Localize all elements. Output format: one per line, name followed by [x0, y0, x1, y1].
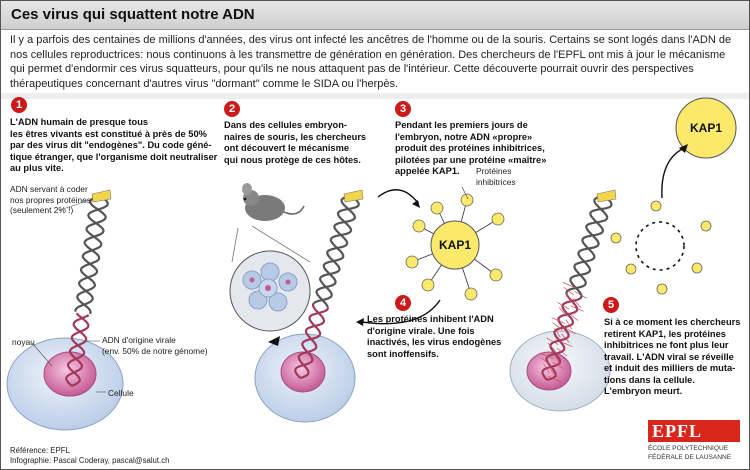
- step-3-badge: 3: [395, 101, 411, 117]
- footer: Référence: EPFL Infographie: Pascal Code…: [10, 446, 169, 465]
- step-5-line: inhibitrices ne font plus leur: [604, 340, 729, 350]
- step-2-text: Dans des cellules embryon- naires de sou…: [224, 120, 384, 166]
- page-title: Ces virus qui squattent notre ADN: [11, 6, 255, 23]
- mutation-rays: [540, 282, 587, 383]
- panel-divider: [1, 93, 749, 99]
- step-4-line: sont inoffensifs.: [367, 348, 439, 359]
- label-line: (env. 50% de notre génome): [102, 345, 208, 356]
- dna-strand-2: [294, 189, 364, 380]
- kap1-removed-icon: [675, 97, 737, 159]
- step-1-line: au plus vite.: [10, 163, 64, 173]
- step-5-line: et induit des milliers de muta-: [604, 363, 736, 373]
- label-line: (seulement 2% !): [10, 205, 74, 215]
- title-bar: Ces virus qui squattent notre ADN: [1, 1, 749, 30]
- step-4-badge: 4: [395, 295, 411, 311]
- kap1-removed-label: KAP1: [689, 121, 722, 135]
- step-3-line: Pendant les premiers jours de: [395, 120, 528, 130]
- label-line: Protéines: [476, 166, 512, 176]
- step-3-line: appelée KAP1.: [395, 166, 460, 176]
- step-5-line: retirent KAP1, les protéines: [604, 328, 726, 339]
- step-5-line: Si à ce moment les chercheurs: [604, 317, 741, 327]
- step-4-line: inactivés, les virus endogènes: [367, 337, 502, 347]
- credit-text: Infographie: Pascal Coderay, pascal@salu…: [10, 455, 170, 465]
- step-2-line: ont découvert le mécanisme: [224, 143, 350, 153]
- step-2-badge: 2: [224, 101, 240, 117]
- logo-line-1: ÉCOLE POLYTECHNIQUE: [648, 445, 729, 452]
- step-1-line: L'ADN humain de presque tous: [10, 117, 149, 127]
- step-4-text: Les protéines inhibent l'ADN d'origine v…: [367, 314, 527, 360]
- cell-label: Cellule: [108, 388, 134, 398]
- nucleus-label: noyau: [12, 337, 35, 347]
- label-line: nos propres protéines: [10, 194, 92, 205]
- dna-strand-5: [541, 189, 617, 382]
- label-line: ADN d'origine virale: [102, 335, 176, 345]
- step-2-line: qui nous protège de ces hôtes.: [224, 154, 361, 165]
- logo-word: EPFL: [652, 421, 703, 441]
- step-1-line: par des virus dit "endogènes". Du code g…: [10, 140, 212, 150]
- step-5-line: tions dans la cellule.: [604, 374, 695, 385]
- step-2-line: Dans des cellules embryon-: [224, 120, 347, 130]
- arrowhead-icon: [268, 336, 280, 346]
- step-3-text: Pendant les premiers jours de l'embryon,…: [395, 120, 575, 178]
- step-1-badge: 1: [11, 97, 27, 113]
- step-4-line: d'origine virale. Une fois: [367, 325, 475, 336]
- logo-box: EPFL: [648, 420, 740, 442]
- viral-dna-label: ADN d'origine virale (env. 50% de notre …: [102, 335, 232, 356]
- logo-line-2: FÉDÉRALE DE LAUSANNE: [648, 454, 732, 461]
- step-5-line: L'embryon meurt.: [604, 386, 683, 396]
- step-5-badge: 5: [603, 297, 619, 313]
- cell-5: [509, 330, 611, 412]
- step-1-text: L'ADN humain de presque tous les êtres v…: [10, 117, 220, 175]
- label-line: ADN servant à coder: [10, 184, 88, 194]
- step-3-line: l'embryon, notre ADN «propre»: [395, 131, 533, 142]
- step-5-line: travail. L'ADN viral se réveille: [604, 351, 734, 362]
- step-5-text: Si à ce moment les chercheurs retirent K…: [604, 317, 744, 398]
- intro-paragraph: Il y a parfois des centaines de millions…: [10, 34, 732, 90]
- free-inhibitors: [610, 200, 712, 295]
- kap1-complex: [405, 193, 505, 301]
- embryo-cells-icon: [229, 250, 311, 332]
- step-3-line: produit des protéines inhibitrices,: [395, 143, 545, 153]
- step-1-line: les êtres vivants est constitué à près d…: [10, 128, 207, 139]
- inhibitors-label: Protéines inhibitrices: [476, 166, 536, 187]
- step-1-line: tique étranger, que l'organisme doit neu…: [10, 151, 218, 162]
- label-line: inhibitrices: [476, 176, 516, 187]
- step-3-line: pilotées par une protéine «maître»: [395, 154, 547, 165]
- step-2-line: naires de souris, les chercheurs: [224, 131, 367, 142]
- mouse-icon: [242, 183, 305, 221]
- reference-text: Référence: EPFL: [10, 446, 70, 455]
- kap1-label: KAP1: [438, 238, 471, 252]
- step-4-line: Les protéines inhibent l'ADN: [367, 314, 494, 324]
- coding-dna-label: ADN servant à coder nos propres protéine…: [10, 184, 120, 216]
- cell-2: [254, 333, 356, 423]
- missing-kap1-icon: [635, 221, 685, 271]
